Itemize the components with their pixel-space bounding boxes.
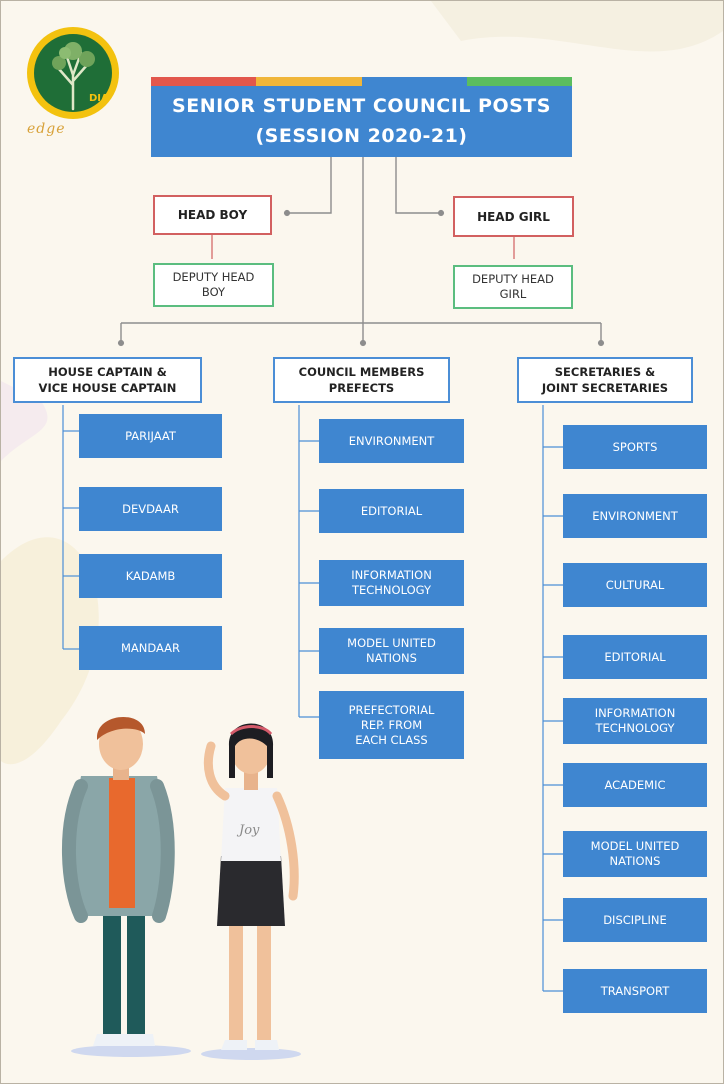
stripe-red: [151, 77, 257, 86]
council-item-line2: TECHNOLOGY: [351, 583, 432, 597]
council-item-line2: NATIONS: [366, 651, 417, 665]
secretaries-group-title-line2: JOINT SECRETARIES: [541, 381, 669, 395]
secretaries-group-box: SECRETARIES & JOINT SECRETARIES: [517, 357, 693, 403]
logo-badge: DIA: [89, 93, 109, 104]
secretary-item-line1: INFORMATION: [594, 706, 676, 720]
logo-wordmark: edge: [27, 121, 66, 137]
council-item: INFORMATION TECHNOLOGY: [319, 560, 464, 606]
deputy-head-boy-line1: DEPUTY HEAD: [172, 270, 255, 284]
chart-title-line1: SENIOR STUDENT COUNCIL POSTS: [172, 95, 551, 117]
secretary-item-line1: ENVIRONMENT: [592, 508, 678, 523]
stripe-yellow: [256, 77, 362, 86]
secretary-item: MODEL UNITED NATIONS: [563, 831, 707, 877]
girl-figure: Joy: [203, 723, 299, 1050]
chart-title-box: SENIOR STUDENT COUNCIL POSTS (SESSION 20…: [151, 77, 572, 157]
secretary-item-line1: DISCIPLINE: [603, 912, 667, 927]
head-boy-box: HEAD BOY: [153, 195, 272, 235]
secretary-item: CULTURAL: [563, 563, 707, 607]
boy-figure: [62, 716, 175, 1046]
house-item: DEVDAAR: [79, 487, 222, 531]
secretary-item-line1: EDITORIAL: [604, 649, 666, 664]
secretary-item: INFORMATION TECHNOLOGY: [563, 698, 707, 744]
deputy-head-girl-line2: GIRL: [499, 287, 527, 301]
secretary-item: EDITORIAL: [563, 635, 707, 679]
deputy-head-boy-box: DEPUTY HEAD BOY: [153, 263, 274, 307]
house-group-title-line2: VICE HOUSE CAPTAIN: [38, 381, 177, 395]
council-item-line1: EDITORIAL: [360, 503, 423, 518]
council-item-line3: EACH CLASS: [355, 732, 428, 747]
secretary-item-line1: CULTURAL: [605, 577, 665, 592]
stripe-blue: [361, 77, 467, 86]
secretaries-group-title-line1: SECRETARIES &: [554, 365, 656, 379]
council-item: EDITORIAL: [319, 489, 464, 533]
council-item: ENVIRONMENT: [319, 419, 464, 463]
council-item-line1: MODEL UNITED: [347, 636, 436, 650]
secretary-item-line2: TECHNOLOGY: [595, 721, 675, 735]
council-group-title-line2: PREFECTS: [328, 381, 395, 395]
secretary-item: ACADEMIC: [563, 763, 707, 807]
secretary-item: DISCIPLINE: [563, 898, 707, 942]
council-group-title-line1: COUNCIL MEMBERS: [298, 365, 425, 379]
house-item: MANDAAR: [79, 626, 222, 670]
secretary-item: TRANSPORT: [563, 969, 707, 1013]
deputy-head-girl-line1: DEPUTY HEAD: [472, 272, 554, 286]
students-illustration: Joy: [62, 716, 301, 1060]
house-captain-group-box: HOUSE CAPTAIN & VICE HOUSE CAPTAIN: [13, 357, 202, 403]
council-item: PREFECTORIAL REP. FROM EACH CLASS: [319, 691, 464, 759]
deputy-head-boy-line2: BOY: [201, 285, 226, 299]
secretary-item-line1: SPORTS: [612, 439, 658, 454]
house-group-title-line1: HOUSE CAPTAIN &: [48, 365, 167, 379]
council-item-line1: PREFECTORIAL: [348, 702, 435, 717]
secretary-item: SPORTS: [563, 425, 707, 469]
secretary-item-line1: ACADEMIC: [604, 777, 666, 792]
chart-title-line2: (SESSION 2020-21): [255, 125, 468, 147]
secretary-item: ENVIRONMENT: [563, 494, 707, 538]
council-item-line1: ENVIRONMENT: [348, 433, 435, 448]
secretary-item-line1: MODEL UNITED: [590, 839, 680, 853]
head-girl-box: HEAD GIRL: [453, 196, 574, 237]
deputy-head-girl-box: DEPUTY HEAD GIRL: [453, 265, 573, 309]
stripe-green: [466, 77, 572, 86]
title-color-stripes: [151, 77, 572, 86]
council-item: MODEL UNITED NATIONS: [319, 628, 464, 674]
secretary-item-line1: TRANSPORT: [600, 983, 670, 998]
shirt-text: Joy: [236, 823, 260, 838]
council-item-line2: REP. FROM: [360, 717, 423, 732]
secretary-item-line2: NATIONS: [609, 854, 661, 868]
council-item-line1: INFORMATION: [351, 568, 432, 582]
house-item: PARIJAAT: [79, 414, 222, 458]
house-item: KADAMB: [79, 554, 222, 598]
school-logo: DIA: [27, 27, 119, 119]
council-members-group-box: COUNCIL MEMBERS PREFECTS: [273, 357, 450, 403]
